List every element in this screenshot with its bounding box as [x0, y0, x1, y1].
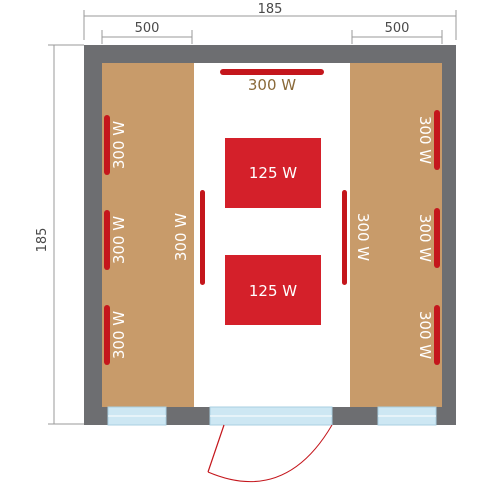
left-bench-front-heater: [200, 190, 205, 285]
right-bench-front-heater-label: 300 W: [354, 213, 372, 261]
left-wall-heater-top-label: 300 W: [110, 121, 128, 169]
right-bench: [350, 63, 442, 407]
top-dimension: 185: [83, 2, 457, 40]
left-bench-dimension: 500: [101, 21, 193, 44]
left-bench-dimension-label: 500: [135, 21, 160, 36]
left-bench-front-heater-label: 300 W: [172, 213, 190, 261]
right-wall-heater-bottom-label: 300 W: [416, 311, 434, 359]
right-wall-heater-bottom: [434, 305, 440, 365]
left-wall-heater-mid: [104, 210, 110, 270]
door-swing: [207, 424, 333, 483]
left-dimension-label: 185: [35, 228, 50, 253]
left-wall-heater-bottom-label: 300 W: [110, 311, 128, 359]
floor-heater-panel-bottom: [225, 255, 321, 325]
ceiling-heater: [220, 69, 324, 75]
left-wall-heater-mid-label: 300 W: [110, 216, 128, 264]
left-wall-heater-top: [104, 115, 110, 175]
left-bench: [102, 63, 194, 407]
floor-heater-panel-top: [225, 138, 321, 208]
right-wall-heater-mid: [434, 208, 440, 268]
right-bench-front-heater: [342, 190, 347, 285]
floor-heater-panel-bottom-label: 125 W: [249, 282, 297, 300]
right-wall-heater-top-label: 300 W: [416, 116, 434, 164]
right-wall-heater-mid-label: 300 W: [416, 214, 434, 262]
right-bench-dimension-label: 500: [385, 21, 410, 36]
floor-heater-panel-top-label: 125 W: [249, 164, 297, 182]
left-wall-heater-bottom: [104, 305, 110, 365]
right-bench-dimension: 500: [351, 21, 443, 44]
top-dimension-label: 185: [258, 2, 283, 17]
right-wall-heater-top: [434, 110, 440, 170]
ceiling-heater-label: 300 W: [248, 76, 296, 94]
left-dimension: 185: [35, 44, 84, 425]
